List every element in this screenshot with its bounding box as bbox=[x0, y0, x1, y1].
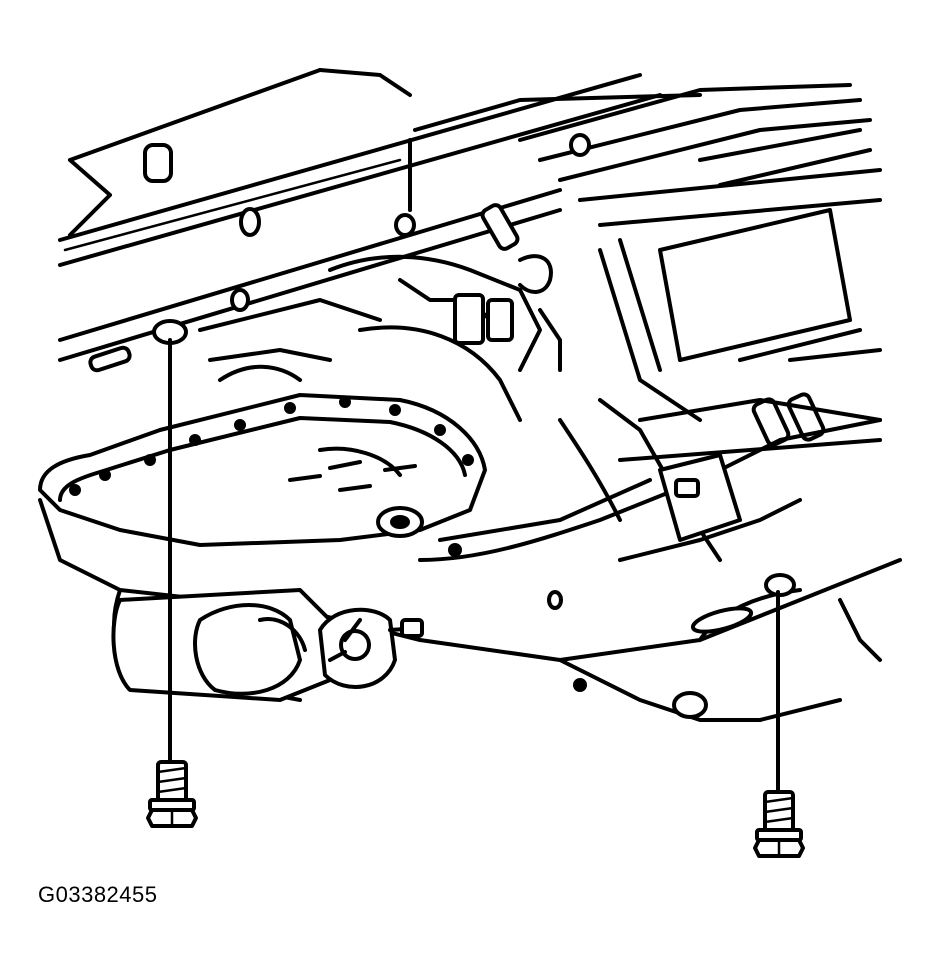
exhaust-pipe bbox=[111, 588, 424, 702]
transmission-body bbox=[198, 254, 562, 422]
right-crossmember bbox=[598, 208, 882, 462]
floor-pan bbox=[58, 68, 882, 362]
right-mounting-bolt bbox=[753, 790, 805, 858]
transmission-pan bbox=[38, 393, 487, 547]
figure-id-label: G03382455 bbox=[38, 882, 158, 907]
left-mounting-bolt bbox=[146, 760, 198, 828]
pan-bolts bbox=[69, 396, 474, 496]
bolt-leader-lines bbox=[168, 338, 780, 797]
